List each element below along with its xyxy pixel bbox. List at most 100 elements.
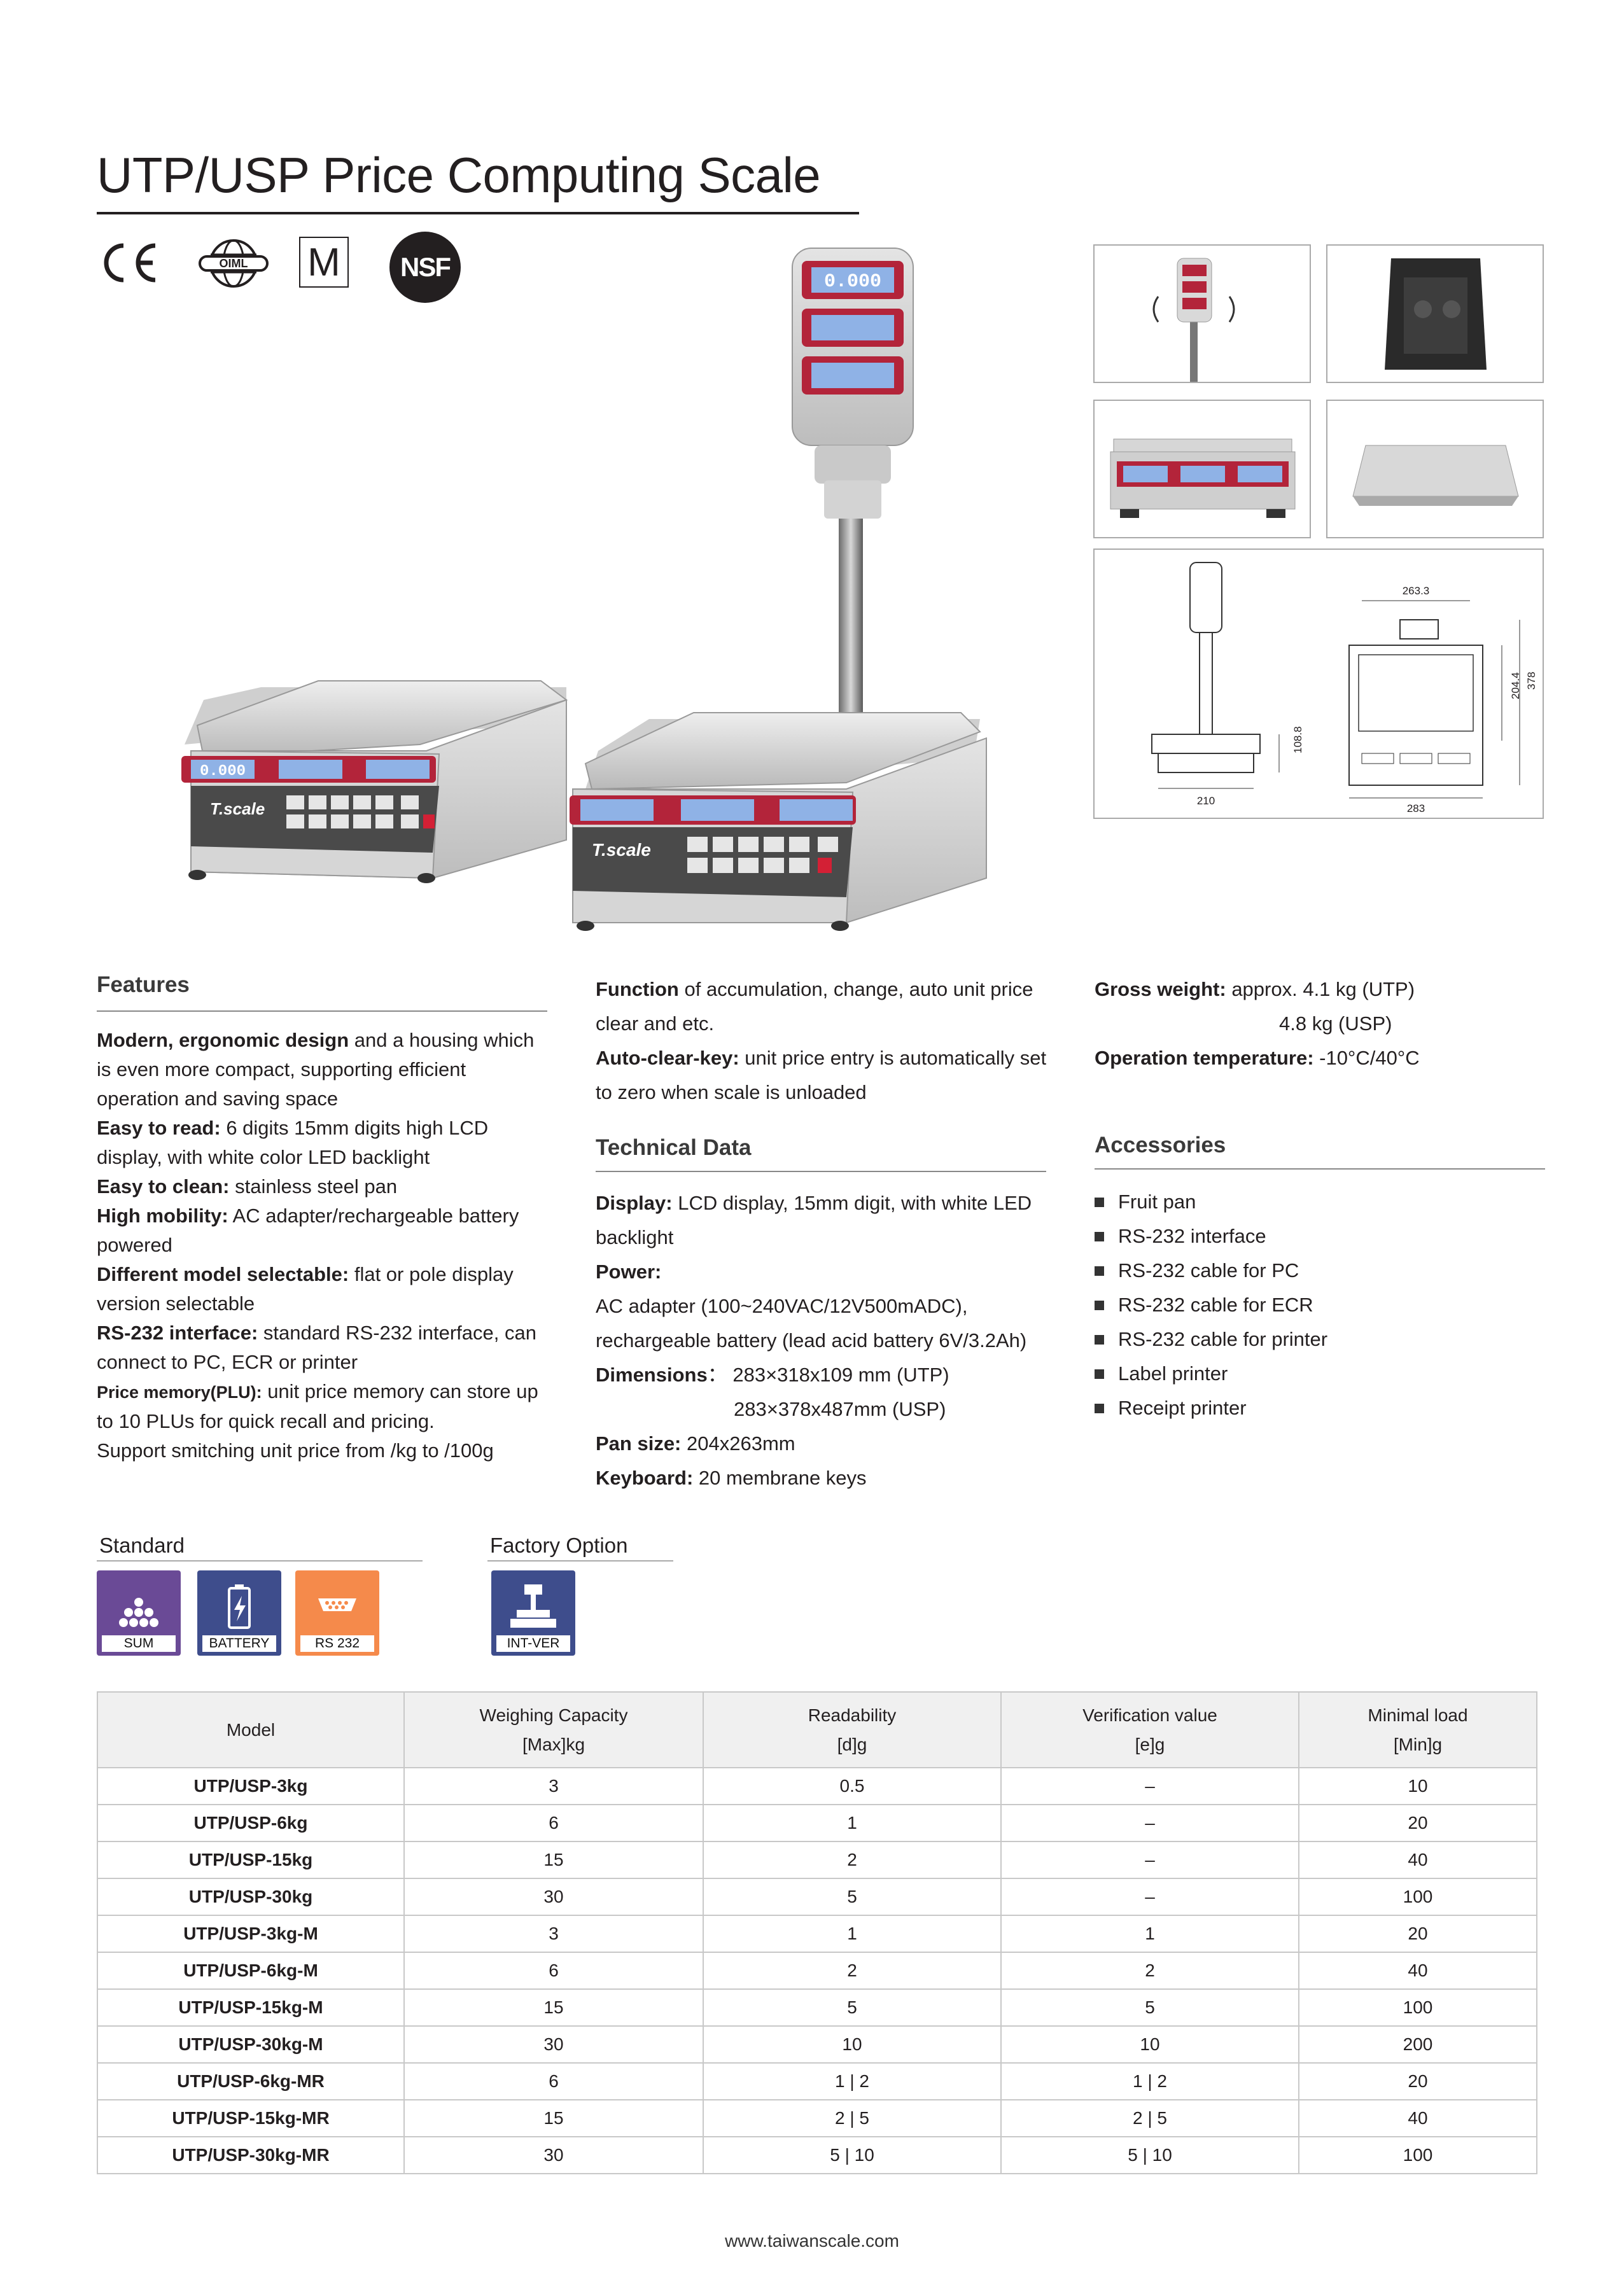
technical-heading: Technical Data bbox=[596, 1135, 752, 1160]
table-header: Model bbox=[97, 1691, 405, 1768]
value-cell: 200 bbox=[1298, 2026, 1537, 2064]
svg-text:263.3: 263.3 bbox=[1403, 585, 1430, 597]
value-cell: 5 | 10 bbox=[703, 2137, 1002, 2174]
value-cell: 15 bbox=[403, 1841, 704, 1879]
photo-scale-underside bbox=[1326, 244, 1544, 383]
value-cell: 10 bbox=[1298, 1768, 1537, 1805]
table-header-row: Model Weighing Capacity[Max]kg Readabili… bbox=[97, 1691, 1537, 1768]
factory-label: Factory Option bbox=[490, 1534, 628, 1557]
value-cell: 5 bbox=[1000, 1989, 1299, 2027]
feature-item: Easy to clean: stainless steel pan bbox=[97, 1175, 398, 1198]
feature-extra: Support smitching unit price from /kg to… bbox=[97, 1439, 494, 1462]
value-cell: 10 bbox=[1000, 2026, 1299, 2064]
value-cell: 20 bbox=[1298, 1805, 1537, 1842]
photo-rotating-display bbox=[1093, 244, 1311, 383]
model-cell: UTP/USP-15kg-M bbox=[97, 1989, 405, 2027]
svg-text:210: 210 bbox=[1197, 795, 1215, 807]
feature-item: Easy to read: 6 digits 15mm digits high … bbox=[97, 1117, 489, 1168]
svg-text:T.scale: T.scale bbox=[592, 840, 651, 860]
svg-text:OIML: OIML bbox=[220, 257, 248, 270]
value-cell: 1 bbox=[703, 1805, 1002, 1842]
value-cell: 2 | 5 bbox=[703, 2100, 1002, 2137]
model-cell: UTP/USP-15kg bbox=[97, 1841, 405, 1879]
value-cell: 10 bbox=[703, 2026, 1002, 2064]
svg-text:0.000: 0.000 bbox=[824, 271, 881, 293]
value-cell: 15 bbox=[403, 2100, 704, 2137]
ce-mark-icon bbox=[97, 241, 160, 288]
model-cell: UTP/USP-6kg-MR bbox=[97, 2063, 405, 2100]
feature-item: Price memory(PLU): unit price memory can… bbox=[97, 1380, 538, 1432]
value-cell: 5 bbox=[703, 1878, 1002, 1916]
value-cell: 1 | 2 bbox=[1000, 2063, 1299, 2100]
value-cell: 100 bbox=[1298, 1878, 1537, 1916]
sum-icon bbox=[119, 1598, 158, 1627]
value-cell: 2 bbox=[703, 1841, 1002, 1879]
value-cell: 6 bbox=[403, 1805, 704, 1842]
value-cell: – bbox=[1000, 1841, 1299, 1879]
value-cell: 5 | 10 bbox=[1000, 2137, 1299, 2174]
value-cell: 100 bbox=[1298, 1989, 1537, 2027]
value-cell: 2 bbox=[703, 1952, 1002, 1990]
factory-rule bbox=[487, 1560, 673, 1562]
svg-text:T.scale: T.scale bbox=[210, 799, 265, 818]
value-cell: 1 bbox=[703, 1915, 1002, 1953]
col2-list: Function of accumulation, change, auto u… bbox=[596, 978, 1047, 1103]
feature-item: Different model selectable: flat or pole… bbox=[97, 1263, 514, 1315]
col3-specs: Gross weight: approx. 4.1 kg (UTP) 4.8 k… bbox=[1095, 978, 1420, 1069]
table-header: Weighing Capacity[Max]kg bbox=[403, 1691, 704, 1768]
value-cell: 30 bbox=[403, 1878, 704, 1916]
accessories-list: Fruit pan RS-232 interface RS-232 cable … bbox=[1095, 1187, 1548, 1428]
model-cell: UTP/USP-30kg-M bbox=[97, 2026, 405, 2064]
nsf-mark-icon: NSF bbox=[388, 230, 462, 307]
value-cell: 30 bbox=[403, 2137, 704, 2174]
technical-rule bbox=[596, 1171, 1046, 1172]
model-cell: UTP/USP-6kg bbox=[97, 1805, 405, 1842]
svg-text:0.000: 0.000 bbox=[200, 763, 246, 780]
list-item: RS-232 interface bbox=[1095, 1222, 1548, 1251]
battery-badge: BATTERY bbox=[197, 1570, 281, 1656]
list-item: RS-232 cable for ECR bbox=[1095, 1290, 1548, 1320]
features-list: Modern, ergonomic design and a housing w… bbox=[97, 1026, 550, 1465]
list-item: RS-232 cable for PC bbox=[1095, 1256, 1548, 1285]
model-cell: UTP/USP-30kg bbox=[97, 1878, 405, 1916]
svg-text:NSF: NSF bbox=[400, 252, 451, 282]
value-cell: 5 bbox=[703, 1989, 1002, 2027]
list-item: Receipt printer bbox=[1095, 1394, 1548, 1423]
value-cell: 40 bbox=[1298, 1841, 1537, 1879]
value-cell: 6 bbox=[403, 2063, 704, 2100]
title-rule bbox=[97, 212, 859, 214]
value-cell: 40 bbox=[1298, 1952, 1537, 1990]
value-cell: 3 bbox=[403, 1915, 704, 1953]
battery-icon bbox=[228, 1584, 251, 1629]
value-cell: – bbox=[1000, 1805, 1299, 1842]
table-header: Minimal load[Min]g bbox=[1298, 1691, 1537, 1768]
value-cell: 1 bbox=[1000, 1915, 1299, 1953]
value-cell: 30 bbox=[403, 2026, 704, 2064]
value-cell: 2 bbox=[1000, 1952, 1299, 1990]
standard-rule bbox=[97, 1560, 423, 1562]
technical-data: Display: LCD display, 15mm digit, with w… bbox=[596, 1192, 1032, 1489]
list-item: RS-232 cable for printer bbox=[1095, 1325, 1548, 1354]
feature-item: RS-232 interface: standard RS-232 interf… bbox=[97, 1322, 536, 1373]
model-cell: UTP/USP-15kg-MR bbox=[97, 2100, 405, 2137]
value-cell: – bbox=[1000, 1878, 1299, 1916]
value-cell: 1 | 2 bbox=[703, 2063, 1002, 2100]
footer-url: www.taiwanscale.com bbox=[725, 2231, 899, 2251]
oiml-mark-icon: OIML bbox=[196, 237, 271, 293]
svg-text:204.4: 204.4 bbox=[1509, 672, 1522, 699]
feature-item: High mobility: AC adapter/rechargeable b… bbox=[97, 1205, 519, 1256]
page-title: UTP/USP Price Computing Scale bbox=[97, 147, 821, 203]
dimension-drawing: 210 108.8 263.3 283 204.4 378 bbox=[1093, 549, 1544, 819]
model-cell: UTP/USP-6kg-M bbox=[97, 1952, 405, 1990]
metrology-m-mark: M bbox=[299, 237, 349, 288]
weight-icon bbox=[510, 1584, 556, 1628]
sum-badge: SUM bbox=[97, 1570, 181, 1656]
table-header: Verification value[e]g bbox=[1000, 1691, 1299, 1768]
